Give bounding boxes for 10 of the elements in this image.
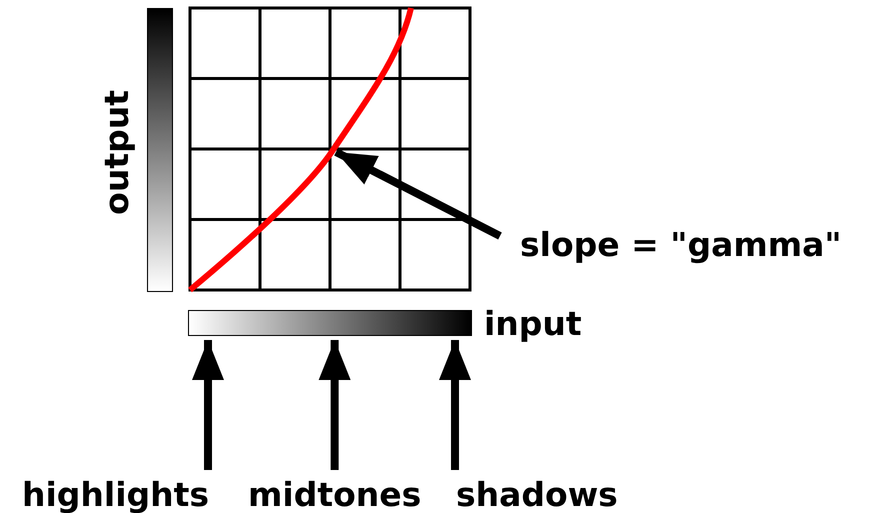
tone-label: midtones <box>248 478 422 511</box>
arrow <box>334 148 502 240</box>
arrow <box>192 340 224 470</box>
arrow <box>439 340 471 470</box>
arrow <box>318 340 351 470</box>
tone-label: shadows <box>456 478 618 511</box>
axis-label: input <box>484 307 582 340</box>
axis-label: output <box>100 90 133 215</box>
tone-label: highlights <box>22 478 210 511</box>
callout-label: slope = "gamma" <box>520 228 842 261</box>
